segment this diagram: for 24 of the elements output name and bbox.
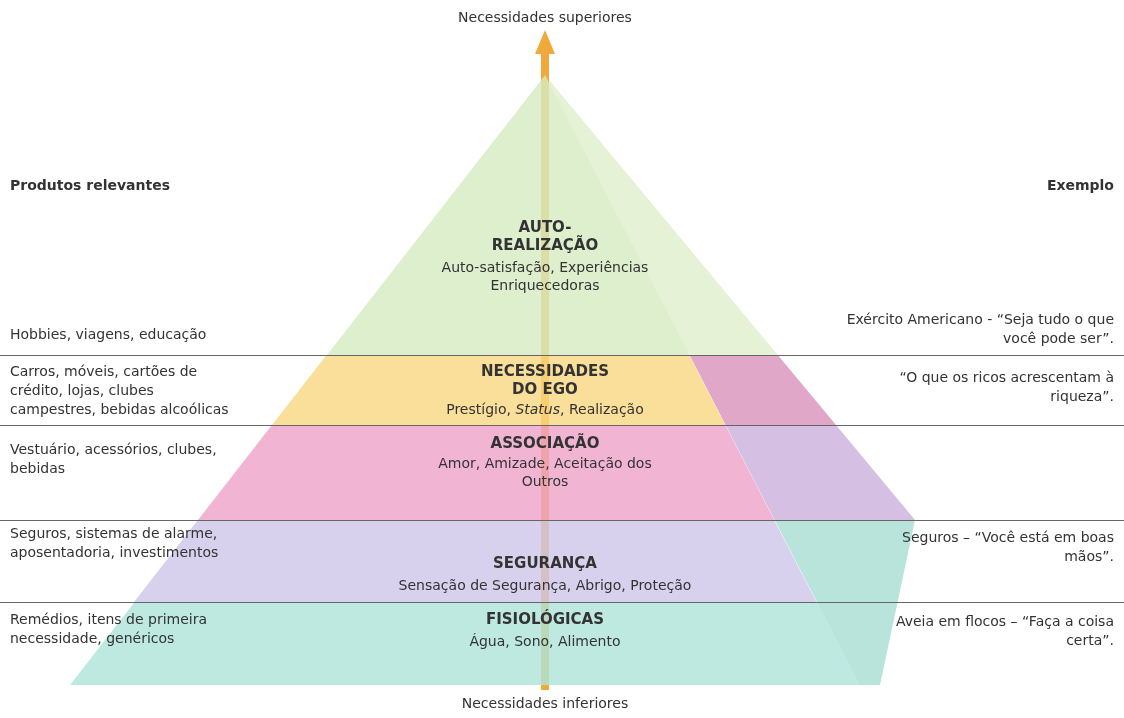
example-text: Seguros – “Você está em boas mãos”. <box>901 528 1114 566</box>
example-text: Exército Americano - “Seja tudo o que você pode ser”. <box>845 310 1114 348</box>
product-list: Carros, móveis, cartões de crédito, lojas, clubes campestres, bebidas alcoólicas <box>10 362 240 419</box>
example-text: “O que os ricos acrescentam à riqueza”. <box>898 368 1114 406</box>
pyramid-level <box>326 75 690 355</box>
product-list: Seguros, sistemas de alarme, aposentadoria, investimentos <box>10 524 230 562</box>
level-description: Prestígio, Status, Realização <box>445 400 645 418</box>
product-list: Hobbies, viagens, educação <box>10 325 250 344</box>
axis-label: Necessidades inferiores <box>460 694 630 713</box>
level-description: Amor, Amizade, Aceitação dos Outros <box>437 454 653 490</box>
level-description: Sensação de Segurança, Abrigo, Proteção <box>397 576 693 594</box>
column-heading: Produtos relevantes <box>10 176 172 195</box>
column-heading: Exemplo <box>1045 176 1114 195</box>
product-list: Vestuário, acessórios, clubes, bebidas <box>10 440 240 478</box>
level-heading: AUTO-REALIZAÇÃO <box>490 218 600 254</box>
example-text: Aveia em flocos – “Faça a coisa certa”. <box>894 612 1114 650</box>
level-description: Água, Sono, Alimento <box>468 632 622 650</box>
level-heading: FISIOLÓGICAS <box>484 610 605 628</box>
axis-label: Necessidades superiores <box>457 8 633 27</box>
product-list: Remédios, itens de primeira necessidade, genéricos <box>10 610 230 648</box>
level-description: Auto-satisfação, Experiências Enriquecedoras <box>440 258 650 294</box>
level-heading: NECESSIDADES DO EGO <box>479 362 611 398</box>
level-heading: SEGURANÇA <box>492 554 598 572</box>
level-heading: ASSOCIAÇÃO <box>489 434 601 452</box>
